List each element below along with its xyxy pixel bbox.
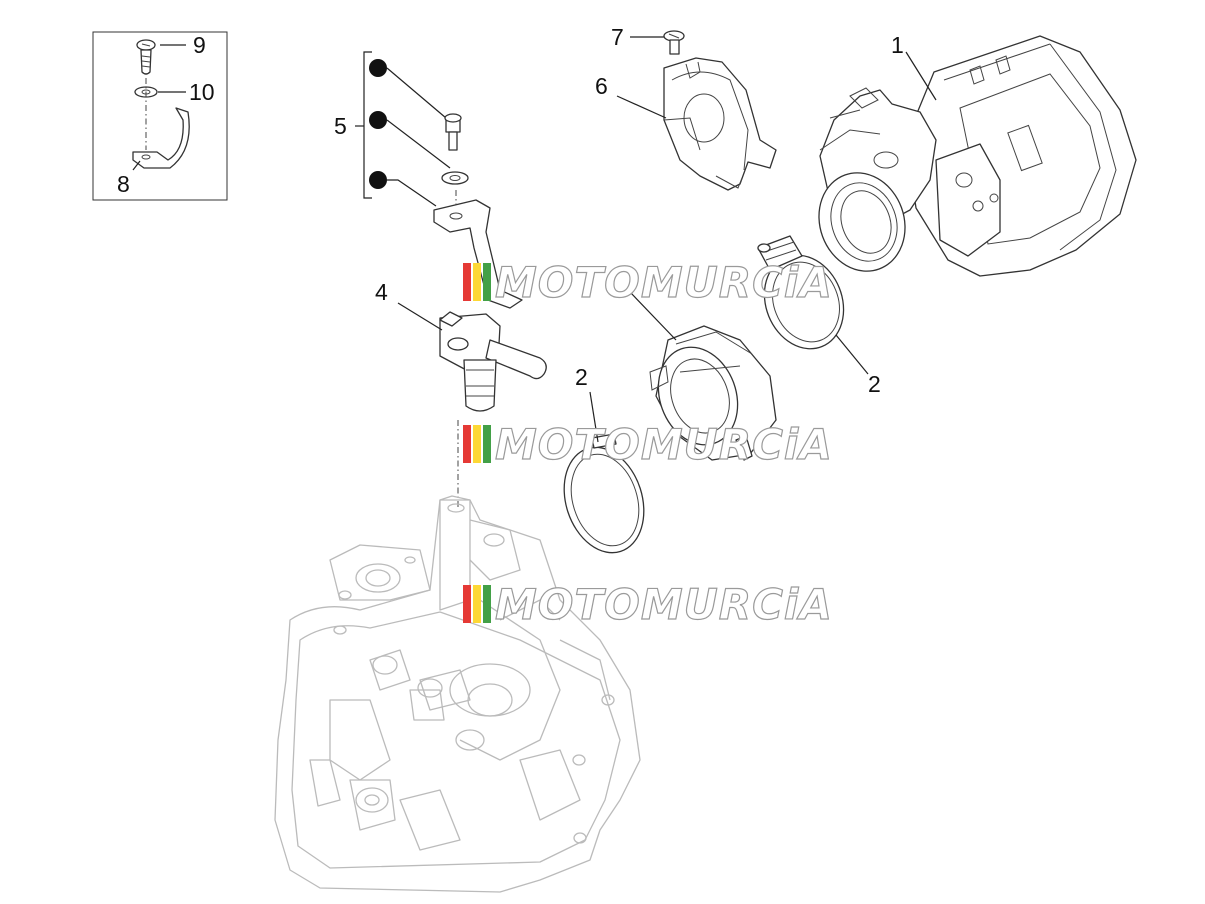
callout-10: 10: [189, 79, 215, 105]
throttle-body-part-1[interactable]: [805, 35, 1137, 283]
watermark-middle: MOTOMURCiA: [463, 419, 833, 470]
watermark-stripe-red: [463, 585, 471, 623]
watermark-text: MOTOMURCiA: [495, 580, 833, 629]
callout-1: 1: [891, 32, 904, 58]
hose-clamp-right[interactable]: [751, 235, 857, 361]
watermark-stripe-red: [463, 425, 471, 463]
watermark-stripe-yellow: [473, 263, 481, 301]
kit-washer[interactable]: [441, 171, 469, 185]
inset-box: 9 10 8: [92, 31, 228, 201]
watermark-stripe-red: [463, 263, 471, 301]
callout-4: 4: [375, 279, 388, 305]
watermark-top: MOTOMURCiA: [463, 257, 833, 308]
watermark-stripe-green: [483, 425, 491, 463]
screw-part-7[interactable]: [663, 30, 685, 55]
cylinder-head-outline: [274, 495, 641, 893]
kit-group-5: 5: [334, 51, 523, 309]
watermark-stripe-green: [483, 585, 491, 623]
cover-part-6[interactable]: [663, 57, 777, 191]
watermark-stripe-green: [483, 263, 491, 301]
clip-part-8[interactable]: [132, 107, 190, 169]
callout-5: 5: [334, 113, 347, 139]
watermark-text: MOTOMURCiA: [495, 258, 833, 307]
callout-9: 9: [193, 32, 206, 58]
callout-2b: 2: [868, 371, 881, 397]
watermark-stripe-yellow: [473, 585, 481, 623]
watermark-bottom: MOTOMURCiA: [463, 579, 833, 630]
kit-marker-bolt: [369, 59, 387, 77]
kit-bolt[interactable]: [444, 113, 462, 151]
watermark-stripe-yellow: [473, 425, 481, 463]
injector-part-4[interactable]: [439, 311, 547, 412]
bolt-part-9[interactable]: [136, 39, 156, 75]
callout-2a: 2: [575, 364, 588, 390]
intake-manifold[interactable]: [645, 325, 777, 461]
hose-clamp-left[interactable]: [551, 433, 657, 563]
kit-bracket[interactable]: [433, 199, 523, 309]
watermark-text: MOTOMURCiA: [495, 420, 833, 469]
callout-8: 8: [117, 171, 130, 197]
callout-6: 6: [595, 73, 608, 99]
callout-7: 7: [611, 24, 624, 50]
kit-marker-bracket: [369, 171, 387, 189]
kit-marker-washer: [369, 111, 387, 129]
